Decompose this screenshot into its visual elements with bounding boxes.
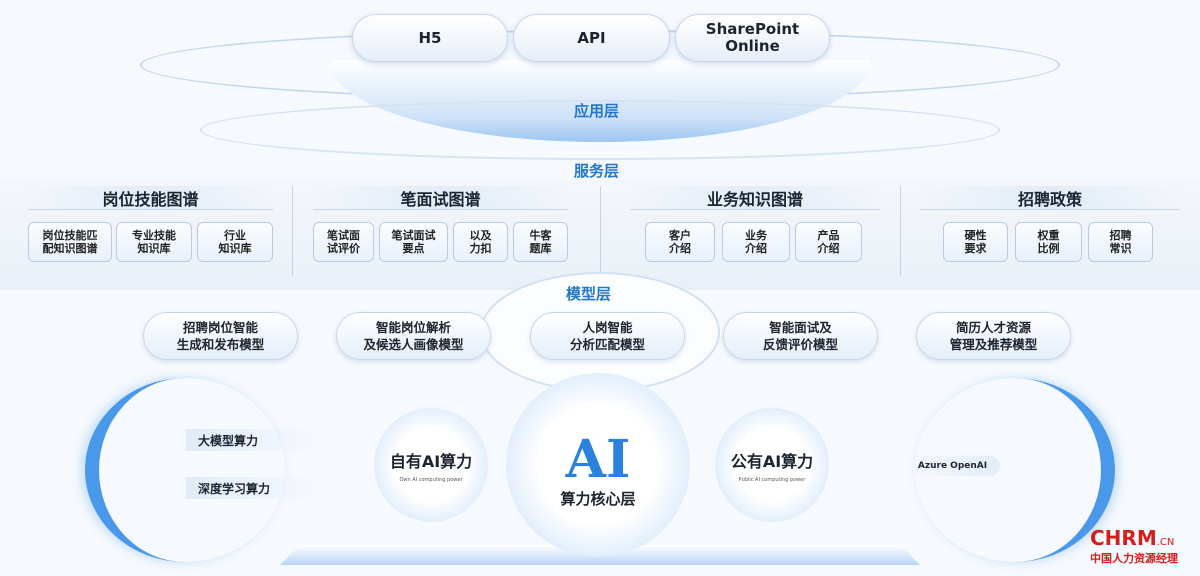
service-item[interactable]: 岗位技能匹 配知识图谱	[28, 222, 112, 262]
model-layer-title: 模型层	[566, 285, 612, 303]
label-azure-openai: Azure OpenAI	[905, 456, 1000, 476]
chrm-logo: CHRM.CN 中国人力资源经理	[1090, 526, 1195, 566]
model-item[interactable]: 简历人才资源 管理及推荐模型	[916, 312, 1071, 360]
own-ai-compute[interactable]: 自有AI算力 Own AI computing power	[374, 408, 488, 522]
service-item[interactable]: 行业 知识库	[197, 222, 273, 262]
app-sharepoint[interactable]: SharePoint Online	[675, 14, 830, 62]
core-title: 算力核心层	[560, 489, 636, 508]
ai-head-icon: AI	[565, 428, 631, 490]
group-title-job-skills: 岗位技能图谱	[28, 186, 273, 210]
service-item[interactable]: 产品 介绍	[795, 222, 862, 262]
divider	[292, 186, 293, 276]
group-title-policy: 招聘政策	[920, 186, 1180, 210]
left-arc	[85, 378, 285, 562]
group-title-business: 业务知识图谱	[630, 186, 880, 210]
service-item[interactable]: 以及 力扣	[453, 222, 508, 262]
public-ai-subtitle: Public AI computing power	[738, 476, 806, 483]
logo-suffix: .CN	[1156, 537, 1175, 548]
divider	[600, 186, 601, 276]
app-layer-ring-lower	[200, 100, 1000, 160]
model-item[interactable]: 智能面试及 反馈评价模型	[723, 312, 878, 360]
label-large-model-compute: 大模型算力	[186, 429, 316, 451]
public-ai-title: 公有AI算力	[730, 451, 814, 471]
service-item[interactable]: 权重 比例	[1015, 222, 1082, 262]
application-layer-title: 应用层	[574, 102, 620, 120]
app-api[interactable]: API	[513, 14, 670, 62]
model-item[interactable]: 智能岗位解析 及候选人画像模型	[336, 312, 491, 360]
public-ai-compute[interactable]: 公有AI算力 Public AI computing power	[715, 408, 829, 522]
service-item[interactable]: 业务 介绍	[722, 222, 790, 262]
group-title-exam: 笔面试图谱	[313, 186, 568, 210]
service-item[interactable]: 专业技能 知识库	[116, 222, 192, 262]
divider	[900, 186, 901, 276]
app-h5[interactable]: H5	[352, 14, 508, 62]
service-layer-title: 服务层	[574, 162, 620, 180]
model-item[interactable]: 人岗智能 分析匹配模型	[530, 312, 685, 360]
own-ai-title: 自有AI算力	[389, 451, 473, 471]
service-item[interactable]: 招聘 常识	[1088, 222, 1153, 262]
logo-tagline: 中国人力资源经理	[1090, 552, 1178, 565]
own-ai-subtitle: Own AI computing power	[399, 476, 463, 483]
core-compute-layer[interactable]: AI 算力核心层	[506, 373, 690, 557]
service-item[interactable]: 笔试面 试评价	[313, 222, 374, 262]
service-item[interactable]: 硬性 要求	[943, 222, 1008, 262]
label-deep-learning-compute: 深度学习算力	[186, 477, 316, 499]
model-item[interactable]: 招聘岗位智能 生成和发布模型	[143, 312, 298, 360]
service-item[interactable]: 客户 介绍	[645, 222, 715, 262]
logo-brand: CHRM	[1090, 526, 1157, 550]
service-item[interactable]: 牛客 题库	[513, 222, 568, 262]
service-item[interactable]: 笔试面试 要点	[379, 222, 448, 262]
